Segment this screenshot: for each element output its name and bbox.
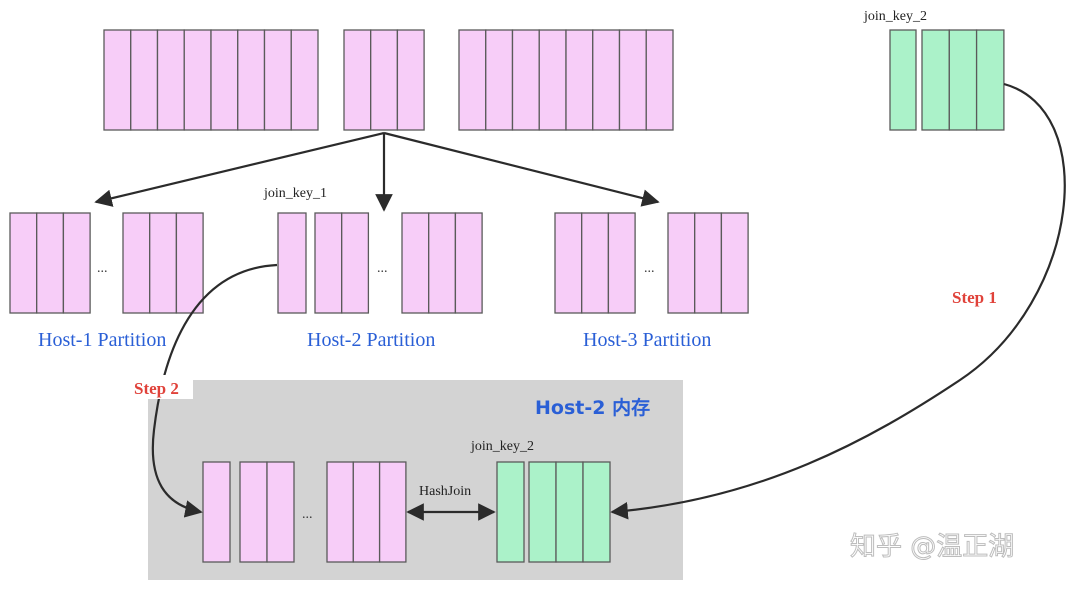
table-column-cell xyxy=(396,29,425,131)
step2-arrow xyxy=(151,263,278,518)
table-column-cell xyxy=(370,29,399,131)
partition-cell xyxy=(607,212,636,314)
step1-arrow xyxy=(610,82,1066,520)
partition-cell xyxy=(175,212,204,314)
host3-partition-label: Host-3 Partition xyxy=(583,329,711,351)
host1-partition-label: Host-1 Partition xyxy=(38,329,166,351)
partition-cell xyxy=(401,212,430,314)
table-column-cell xyxy=(263,29,292,131)
table-column-cell xyxy=(618,29,647,131)
table-column-cell xyxy=(975,29,1005,131)
table-column-cell xyxy=(485,29,514,131)
table-column-cell xyxy=(210,29,239,131)
host3-partition-blocks xyxy=(554,212,749,314)
host1-partition-blocks xyxy=(9,212,204,314)
memory-cell xyxy=(378,461,407,563)
partition-cell xyxy=(694,212,723,314)
memory-cell xyxy=(555,461,584,563)
memory-cell xyxy=(352,461,381,563)
memory-cell xyxy=(582,461,611,563)
host2-partition-blocks xyxy=(277,212,483,314)
partition-cell xyxy=(554,212,583,314)
table-column-cell xyxy=(458,29,487,131)
distribute-arrow-left xyxy=(94,131,385,207)
table-column-cell xyxy=(290,29,319,131)
table-column-cell xyxy=(538,29,567,131)
ellipsis-host1: ... xyxy=(97,261,108,276)
table-column-cell xyxy=(948,29,978,131)
source-table xyxy=(103,29,674,131)
hashjoin-label: HashJoin xyxy=(419,484,471,499)
partition-cell xyxy=(341,212,370,314)
table-column-cell xyxy=(237,29,266,131)
memory-table-blocks xyxy=(202,461,407,563)
memory-cell xyxy=(239,461,268,563)
host2-memory-title: Host-2 内存 xyxy=(535,396,650,419)
partition-cell xyxy=(720,212,749,314)
partition-cell xyxy=(314,212,343,314)
table-column-cell xyxy=(592,29,621,131)
partition-cell xyxy=(122,212,151,314)
memory-join-blocks xyxy=(496,461,611,563)
join-key-memory-label: join_key_2 xyxy=(470,439,534,454)
partition-cell xyxy=(581,212,610,314)
step1-label: Step 1 xyxy=(952,288,997,307)
join-key-host2-label: join_key_1 xyxy=(263,186,327,201)
memory-cell xyxy=(528,461,557,563)
table-column-cell xyxy=(511,29,540,131)
ellipsis-host3: ... xyxy=(644,261,655,276)
partition-cell xyxy=(9,212,38,314)
table-column-cell xyxy=(130,29,159,131)
table-column-cell xyxy=(183,29,212,131)
join-table-top xyxy=(889,29,1005,131)
step2-label: Step 2 xyxy=(134,379,179,398)
table-column-cell xyxy=(921,29,950,131)
memory-cell xyxy=(202,461,231,563)
ellipsis-memory: ... xyxy=(302,507,313,522)
distribute-arrow-right xyxy=(383,131,660,207)
table-column-cell xyxy=(565,29,594,131)
table-column-cell xyxy=(156,29,185,131)
table-column-cell xyxy=(645,29,674,131)
join-key-cell xyxy=(277,212,307,314)
watermark: 知乎 @温正湖 xyxy=(850,532,1014,562)
table-column-cell xyxy=(343,29,372,131)
partition-cell xyxy=(62,212,91,314)
memory-cell xyxy=(326,461,354,563)
table-column-cell xyxy=(103,29,132,131)
join-key-cell xyxy=(889,29,917,131)
memory-cell xyxy=(266,461,295,563)
ellipsis-host2: ... xyxy=(377,261,388,276)
partition-cell xyxy=(667,212,696,314)
host2-partition-label: Host-2 Partition xyxy=(307,329,435,351)
partition-cell xyxy=(454,212,483,314)
partition-cell xyxy=(428,212,457,314)
partition-cell xyxy=(149,212,178,314)
join-key-top-label: join_key_2 xyxy=(863,9,927,24)
join-key-cell xyxy=(496,461,525,563)
partition-cell xyxy=(36,212,65,314)
